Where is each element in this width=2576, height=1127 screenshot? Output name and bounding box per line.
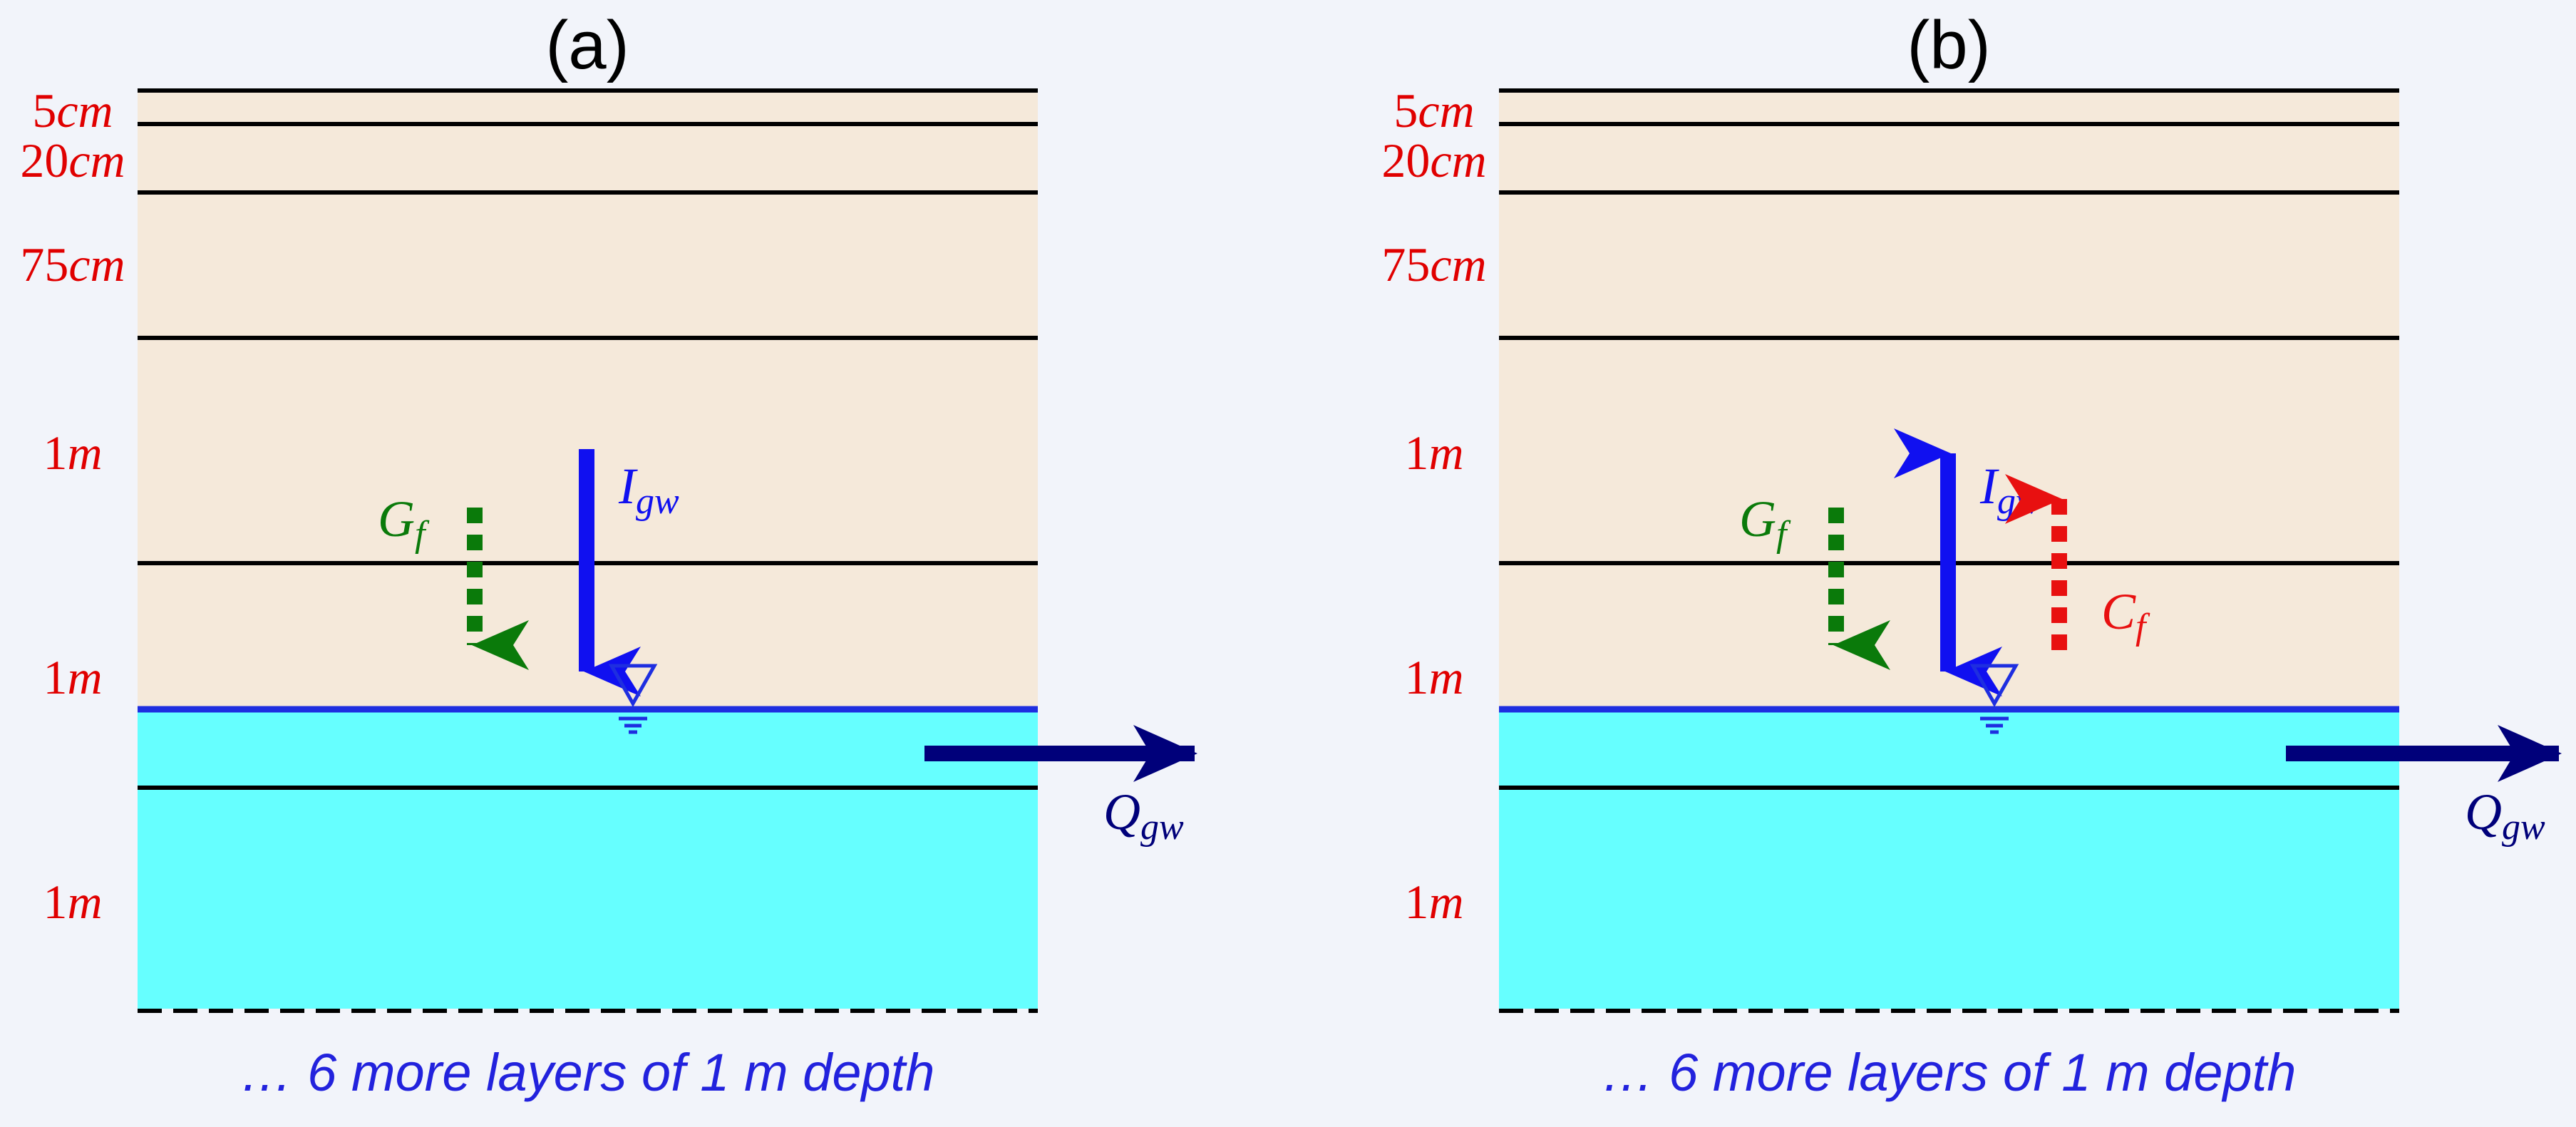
qgw-label: Qgw	[1103, 783, 1184, 848]
panel-title: (a)	[545, 7, 629, 83]
footer-note: … 6 more layers of 1 m depth	[240, 1043, 935, 1102]
layer-label: 1m	[1404, 426, 1463, 480]
panel-b: (b) 5cm 20cm 75cm 1m 1m 1m Gf Igw Cf Qgw…	[1381, 7, 2562, 1102]
panel-a: (a) 5cm 20cm 75cm 1m 1m 1m Gf Igw Qgw … …	[20, 7, 1197, 1102]
layer-label: 1m	[1404, 650, 1463, 704]
layer-boundaries	[1499, 88, 2399, 790]
panel-title: (b)	[1907, 7, 1990, 83]
layer-label: 20cm	[20, 133, 125, 187]
layer-label: 1m	[1404, 875, 1463, 929]
layer-label: 20cm	[1381, 133, 1486, 187]
layer-label: 5cm	[1393, 83, 1474, 138]
layer-boundaries	[138, 88, 1038, 790]
igw-label: Igw	[618, 458, 679, 522]
layer-label: 5cm	[32, 83, 113, 138]
footer-note: … 6 more layers of 1 m depth	[1602, 1043, 2297, 1102]
gf-label: Gf	[378, 490, 430, 555]
layer-labels: 5cm 20cm 75cm 1m 1m 1m	[20, 83, 125, 929]
groundwater-zone	[138, 709, 1038, 1009]
layer-label: 1m	[43, 426, 102, 480]
layer-labels: 5cm 20cm 75cm 1m 1m 1m	[1381, 83, 1486, 929]
groundwater-zone	[1499, 709, 2399, 1009]
layer-label: 1m	[43, 650, 102, 704]
water-table-icon	[608, 664, 658, 734]
layer-label: 1m	[43, 875, 102, 929]
qgw-label: Qgw	[2465, 783, 2545, 848]
layer-label: 75cm	[1381, 237, 1486, 292]
layer-label: 75cm	[20, 237, 125, 292]
water-table-icon	[1969, 664, 2019, 734]
